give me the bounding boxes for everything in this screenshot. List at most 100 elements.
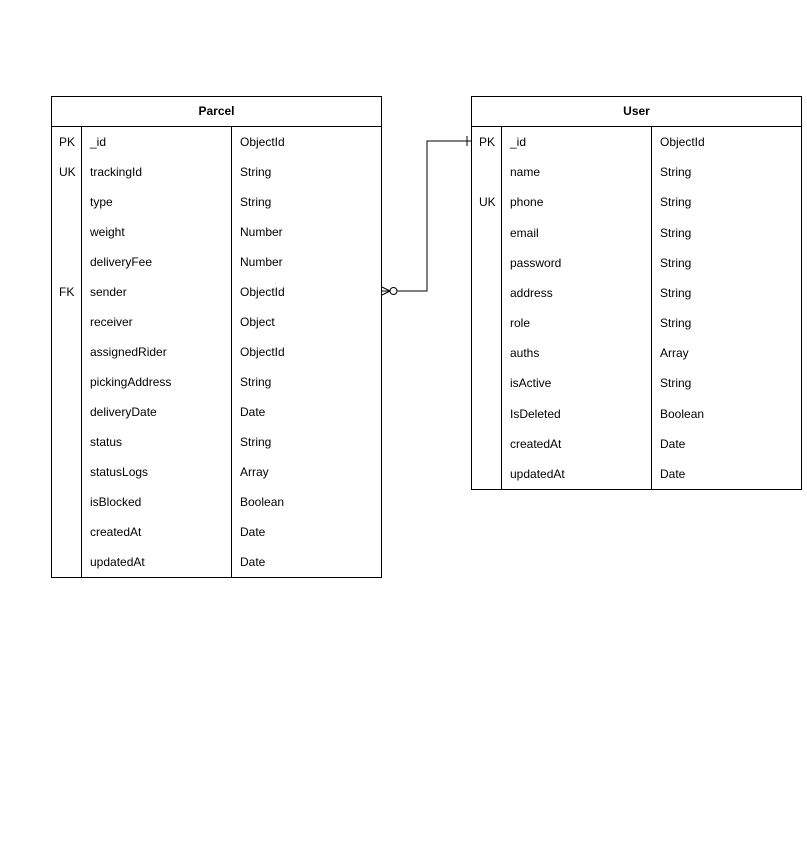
attribute-name: _id — [90, 135, 107, 149]
zero-marker-circle — [389, 287, 398, 295]
attribute-type: Array — [660, 346, 689, 361]
key-column-divider — [81, 127, 82, 577]
attribute-row[interactable]: isActive String — [472, 368, 801, 398]
attribute-name: sender — [90, 285, 127, 299]
attribute-name: updatedAt — [510, 466, 565, 481]
attribute-row[interactable]: password String — [472, 248, 801, 278]
attribute-row[interactable]: createdAt Date — [52, 517, 381, 547]
attribute-type: Array — [240, 465, 269, 479]
attribute-type: String — [240, 435, 272, 449]
entity-title: Parcel — [52, 97, 381, 127]
attribute-name: address — [510, 285, 553, 300]
attribute-name: IsDeleted — [510, 406, 561, 421]
attribute-type: Date — [660, 466, 686, 481]
attribute-row[interactable]: pickingAddress String — [52, 367, 381, 397]
attribute-type: String — [660, 255, 692, 270]
attribute-type: Boolean — [240, 495, 285, 509]
attribute-row[interactable]: FK sender ObjectId — [52, 277, 381, 307]
attribute-type: ObjectId — [240, 285, 285, 299]
attribute-name: weight — [90, 225, 125, 239]
attribute-type: String — [660, 285, 692, 300]
attribute-type: String — [660, 195, 692, 210]
attribute-row[interactable]: PK _id ObjectId — [472, 127, 801, 157]
attribute-row[interactable]: receiver Object — [52, 307, 381, 337]
attribute-name: createdAt — [90, 525, 142, 539]
attribute-name: assignedRider — [90, 345, 167, 359]
attribute-name: trackingId — [90, 165, 143, 179]
attribute-name: createdAt — [510, 436, 562, 451]
attribute-name: deliveryFee — [90, 255, 153, 269]
attribute-type: Date — [660, 436, 686, 451]
attribute-type: ObjectId — [240, 135, 285, 149]
attribute-row[interactable]: email String — [472, 218, 801, 248]
attribute-name: auths — [510, 346, 540, 361]
connector-line — [397, 140, 471, 292]
attribute-row[interactable]: IsDeleted Boolean — [472, 399, 801, 429]
attribute-type: Boolean — [660, 406, 705, 421]
attribute-type: Date — [240, 525, 266, 539]
attribute-name: phone — [510, 195, 544, 210]
attribute-row[interactable]: isBlocked Boolean — [52, 487, 381, 517]
attribute-row[interactable]: weight Number — [52, 217, 381, 247]
crows-foot-lower — [381, 290, 391, 296]
attribute-type: Date — [240, 555, 266, 569]
attribute-type: String — [240, 165, 272, 179]
attribute-name: role — [510, 316, 531, 331]
attribute-name: email — [510, 225, 539, 240]
attribute-row[interactable]: auths Array — [472, 338, 801, 368]
attribute-row[interactable]: type String — [52, 187, 381, 217]
attribute-type: ObjectId — [240, 345, 285, 359]
attribute-key: FK — [59, 285, 75, 299]
attribute-name: password — [510, 255, 562, 270]
attribute-key: UK — [59, 165, 76, 179]
attribute-type: String — [240, 375, 272, 389]
attribute-type: String — [660, 376, 692, 391]
attribute-row[interactable]: updatedAt Date — [52, 547, 381, 577]
attribute-type: String — [660, 225, 692, 240]
attribute-key: PK — [59, 135, 76, 149]
attribute-row[interactable]: createdAt Date — [472, 429, 801, 459]
attribute-type: Number — [240, 255, 283, 269]
attribute-type: String — [660, 165, 692, 180]
attribute-name: isActive — [510, 376, 552, 391]
attribute-row[interactable]: status String — [52, 427, 381, 457]
attribute-name: pickingAddress — [90, 375, 172, 389]
attribute-row[interactable]: updatedAt Date — [472, 459, 801, 489]
attribute-row[interactable]: name String — [472, 157, 801, 187]
attribute-row[interactable]: role String — [472, 308, 801, 338]
type-column-divider — [231, 127, 232, 577]
attribute-name: statusLogs — [90, 465, 149, 479]
attribute-name: name — [510, 165, 541, 180]
attribute-type: Date — [240, 405, 266, 419]
attribute-row[interactable]: assignedRider ObjectId — [52, 337, 381, 367]
attribute-key: UK — [479, 195, 496, 210]
attribute-name: status — [90, 435, 123, 449]
attribute-row[interactable]: PK _id ObjectId — [52, 127, 381, 157]
attribute-name: type — [90, 195, 113, 209]
attribute-name: _id — [510, 135, 527, 149]
attribute-key: PK — [479, 135, 496, 149]
attribute-row[interactable]: deliveryFee Number — [52, 247, 381, 277]
attribute-type: ObjectId — [660, 135, 705, 149]
entity-title: User — [472, 97, 801, 127]
attribute-type: Object — [240, 315, 275, 329]
attribute-row[interactable]: address String — [472, 278, 801, 308]
type-column-divider — [651, 127, 652, 489]
attribute-name: isBlocked — [90, 495, 142, 509]
attribute-name: receiver — [90, 315, 133, 329]
attribute-row[interactable]: statusLogs Array — [52, 457, 381, 487]
attribute-name: updatedAt — [90, 555, 145, 569]
attribute-type: String — [240, 195, 272, 209]
crows-foot-upper — [381, 286, 391, 292]
attribute-type: String — [660, 316, 692, 331]
attribute-row[interactable]: UK phone String — [472, 187, 801, 217]
attribute-type: Number — [240, 225, 283, 239]
attribute-row[interactable]: UK trackingId String — [52, 157, 381, 187]
key-column-divider — [501, 127, 502, 489]
